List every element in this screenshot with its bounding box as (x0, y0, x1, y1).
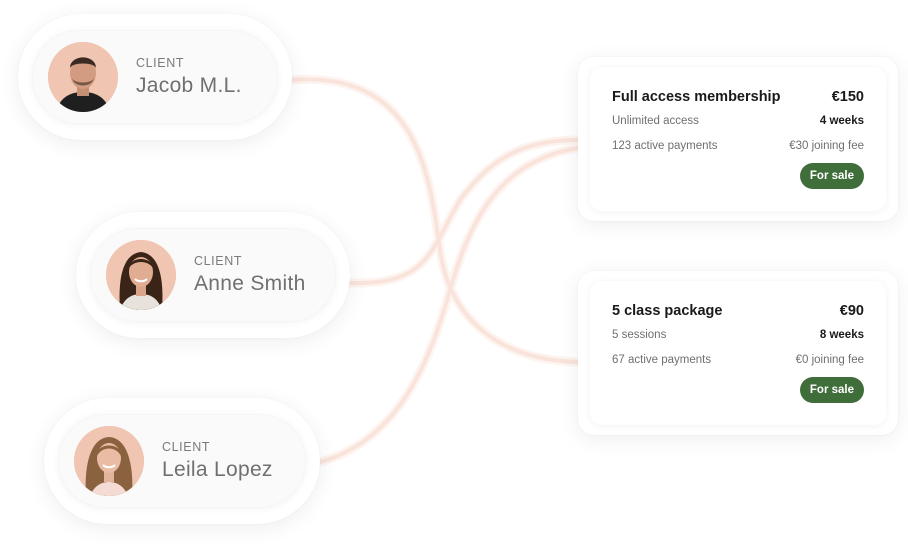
product-subtitle: Unlimited access (612, 115, 699, 127)
product-joining-fee: €30 joining fee (789, 140, 864, 152)
product-card-membership[interactable]: Full access membership €150 Unlimited ac… (578, 57, 898, 221)
client-card-inner: CLIENT Anne Smith (90, 228, 336, 322)
product-title: 5 class package (612, 303, 723, 319)
product-active-payments: 123 active payments (612, 140, 718, 152)
client-role-label: CLIENT (162, 440, 211, 454)
client-role-label: CLIENT (194, 254, 243, 268)
woman-portrait-avatar (74, 426, 144, 496)
connector-leila-to-membership (318, 146, 580, 464)
connector-anne-to-membership (348, 138, 580, 286)
client-name: Anne Smith (194, 272, 306, 295)
client-card-jacob[interactable]: CLIENT Jacob M.L. (18, 14, 292, 140)
product-subtitle: 5 sessions (612, 329, 667, 341)
product-active-payments: 67 active payments (612, 354, 712, 366)
product-price: €90 (839, 303, 864, 319)
product-joining-fee: €0 joining fee (795, 354, 864, 366)
product-card-inner: 5 class package €90 5 sessions 8 weeks 6… (590, 281, 886, 425)
product-price: €150 (831, 89, 864, 105)
client-card-anne[interactable]: CLIENT Anne Smith (76, 212, 350, 338)
client-card-inner: CLIENT Jacob M.L. (32, 30, 278, 124)
product-title: Full access membership (612, 89, 781, 105)
for-sale-button[interactable]: For sale (799, 377, 864, 403)
woman-portrait-avatar (106, 240, 176, 310)
product-duration: 8 weeks (819, 329, 864, 341)
man-portrait-avatar (48, 42, 118, 112)
client-name: Leila Lopez (162, 458, 273, 481)
client-role-label: CLIENT (136, 56, 185, 70)
client-card-inner: CLIENT Leila Lopez (58, 414, 306, 508)
client-card-leila[interactable]: CLIENT Leila Lopez (44, 398, 320, 524)
client-name: Jacob M.L. (136, 74, 242, 97)
product-duration: 4 weeks (819, 115, 864, 127)
product-card-inner: Full access membership €150 Unlimited ac… (590, 67, 886, 211)
product-card-package[interactable]: 5 class package €90 5 sessions 8 weeks 6… (578, 271, 898, 435)
connector-jacob-to-package (290, 77, 580, 364)
for-sale-button[interactable]: For sale (799, 163, 864, 189)
